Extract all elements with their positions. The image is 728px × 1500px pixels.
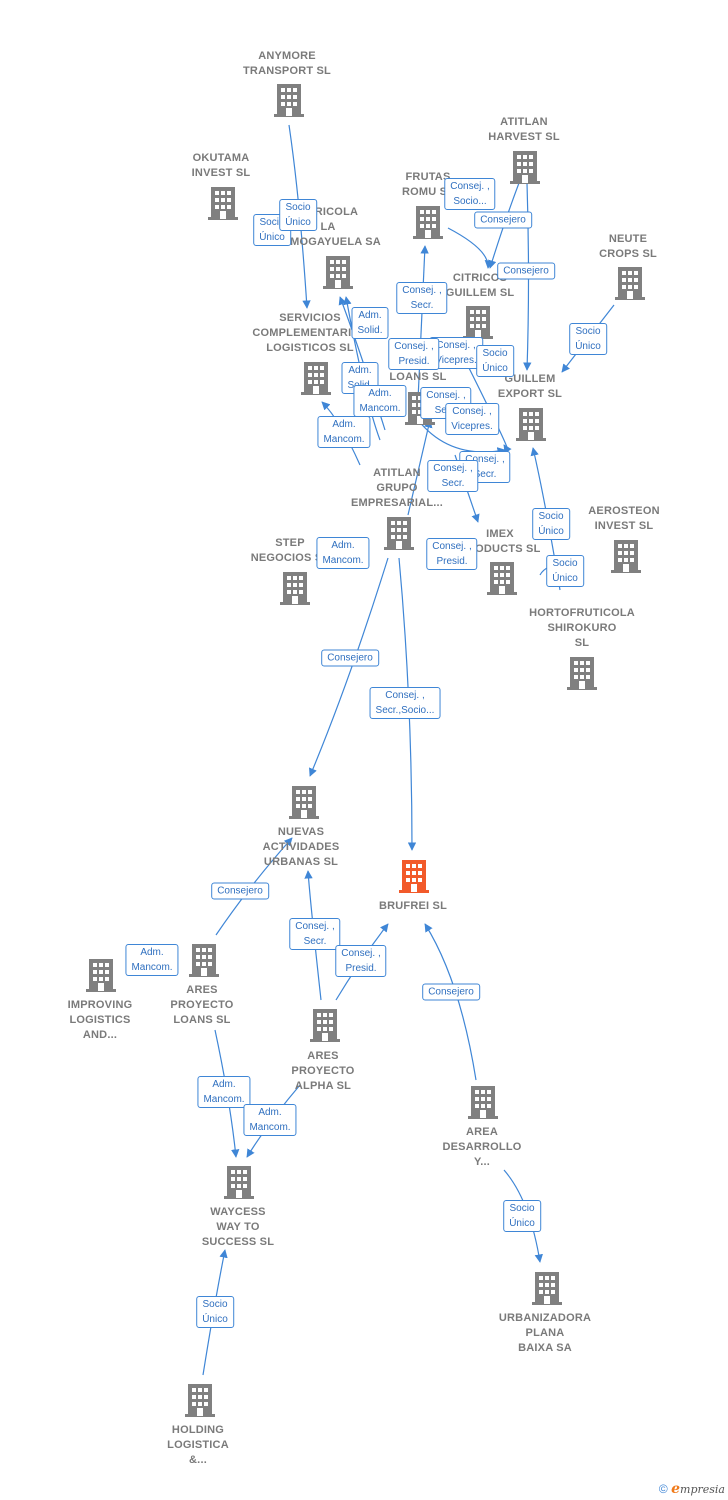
neute-building-icon[interactable]	[615, 267, 645, 300]
edge-label-5[interactable]: Consejero	[497, 262, 555, 280]
edge-label-31[interactable]: Adm. Mancom.	[243, 1104, 297, 1136]
edge-line-12	[407, 419, 433, 516]
brand-logo[interactable]: empresia	[671, 1481, 725, 1497]
node-label-guillem-export[interactable]: GUILLEM EXPORT SL	[497, 373, 563, 400]
node-label-holding[interactable]: HOLDING LOGISTICA &...	[167, 1424, 229, 1466]
hortofruticola-building-icon[interactable]	[567, 657, 597, 690]
edge-label-2[interactable]: Socio Único	[279, 199, 317, 231]
edge-label-18[interactable]: Consej. , Secr.	[427, 460, 479, 492]
node-label-neute[interactable]: NEUTE CROPS SL	[599, 233, 657, 260]
edge-label-4[interactable]: Consejero	[474, 211, 532, 229]
node-label-improving[interactable]: IMPROVING LOGISTICS AND...	[67, 999, 133, 1041]
aerosteon-building-icon[interactable]	[611, 540, 641, 573]
edge-line-2	[447, 227, 494, 269]
edge-label-29[interactable]: Consejero	[422, 983, 480, 1001]
atitlan-harvest-building-icon[interactable]	[510, 151, 540, 184]
servicios-building-icon[interactable]	[301, 362, 331, 395]
edge-label-32[interactable]: Socio Único	[503, 1200, 541, 1232]
node-label-area[interactable]: AREA DESARROLLO Y...	[442, 1126, 522, 1168]
guillem-export-building-icon[interactable]	[516, 408, 546, 441]
edge-label-21[interactable]: Consej. , Presid.	[426, 538, 478, 570]
edge-label-20[interactable]: Adm. Mancom.	[316, 537, 370, 569]
edge-label-7[interactable]: Consej. , Secr.	[396, 282, 448, 314]
citricos-building-icon[interactable]	[463, 306, 493, 339]
node-label-citricos[interactable]: CITRICOS GUILLEM SL	[445, 272, 515, 299]
node-label-aerosteon[interactable]: AEROSTEON INVEST SL	[588, 505, 660, 532]
urbanizadora-building-icon[interactable]	[532, 1272, 562, 1305]
edge-label-13[interactable]: Adm. Mancom.	[353, 385, 407, 417]
footer-brand: © empresia	[659, 1481, 725, 1497]
waycess-building-icon[interactable]	[224, 1166, 254, 1199]
node-label-loans[interactable]: LOANS SL	[389, 371, 447, 383]
anymore-building-icon[interactable]	[274, 84, 304, 117]
edge-label-19[interactable]: Socio Único	[532, 508, 570, 540]
edge-label-27[interactable]: Consej. , Secr.	[289, 918, 341, 950]
edge-label-23[interactable]: Consejero	[321, 649, 379, 667]
nodes-layer	[86, 84, 645, 1417]
atitlan-grupo-building-icon[interactable]	[384, 517, 414, 550]
copyright-symbol: ©	[658, 1482, 668, 1496]
node-label-servicios[interactable]: SERVICIOS COMPLEMENTARIOS LOGISTICOS SL	[252, 312, 368, 354]
node-label-atitlan-grupo[interactable]: ATITLAN GRUPO EMPRESARIAL...	[350, 467, 444, 509]
edge-label-8[interactable]: Adm. Solid.	[351, 307, 389, 339]
node-label-ares-loans[interactable]: ARES PROYECTO LOANS SL	[170, 984, 234, 1026]
edge-label-26[interactable]: Adm. Mancom.	[125, 944, 179, 976]
edge-label-16[interactable]: Adm. Mancom.	[317, 416, 371, 448]
edge-line-21	[424, 923, 477, 1081]
edge-label-24[interactable]: Consej. , Secr.,Socio...	[369, 687, 441, 719]
ares-alpha-building-icon[interactable]	[310, 1009, 340, 1042]
edge-line-19	[304, 870, 322, 1001]
node-label-nuevas[interactable]: NUEVAS ACTIVIDADES URBANAS SL	[262, 826, 340, 868]
brufrei-building-icon[interactable]	[399, 860, 429, 893]
edge-label-10[interactable]: Socio Único	[476, 345, 514, 377]
node-label-waycess[interactable]: WAYCESS WAY TO SUCCESS SL	[201, 1206, 275, 1248]
node-label-agricola[interactable]: AGRICOLA LA ALMOGAYUELA SA	[275, 206, 381, 248]
edge-label-11[interactable]: Consej. , Presid.	[388, 338, 440, 370]
step-building-icon[interactable]	[280, 572, 310, 605]
node-label-ares-alpha[interactable]: ARES PROYECTO ALPHA SL	[291, 1050, 355, 1092]
node-label-brufrei[interactable]: BRUFREI SL	[379, 900, 447, 912]
edge-line-8	[464, 359, 512, 454]
node-label-atitlan-harvest[interactable]: ATITLAN HARVEST SL	[488, 116, 560, 143]
edge-line-14	[309, 557, 389, 777]
imex-building-icon[interactable]	[487, 562, 517, 595]
edge-label-22[interactable]: Socio Único	[546, 555, 584, 587]
edge-label-6[interactable]: Socio Único	[569, 323, 607, 355]
area-building-icon[interactable]	[468, 1086, 498, 1119]
node-label-okutama[interactable]: OKUTAMA INVEST SL	[191, 152, 251, 179]
node-label-anymore[interactable]: ANYMORE TRANSPORT SL	[243, 50, 331, 77]
edge-label-3[interactable]: Consej. , Socio...	[444, 178, 496, 210]
ares-loans-building-icon[interactable]	[189, 944, 219, 977]
edge-label-33[interactable]: Socio Único	[196, 1296, 234, 1328]
okutama-building-icon[interactable]	[208, 187, 238, 220]
agricola-building-icon[interactable]	[323, 256, 353, 289]
holding-building-icon[interactable]	[185, 1384, 215, 1417]
node-label-hortofruticola[interactable]: HORTOFRUTICOLA SHIROKURO SL	[529, 607, 635, 649]
frutas-building-icon[interactable]	[413, 206, 443, 239]
edge-label-25[interactable]: Consejero	[211, 882, 269, 900]
edge-line-6	[417, 245, 429, 401]
improving-building-icon[interactable]	[86, 959, 116, 992]
edge-label-28[interactable]: Consej. , Presid.	[335, 945, 387, 977]
nuevas-building-icon[interactable]	[289, 786, 319, 819]
edge-label-30[interactable]: Adm. Mancom.	[197, 1076, 251, 1108]
node-label-urbanizadora[interactable]: URBANIZADORA PLANA BAIXA SA	[498, 1312, 592, 1354]
edge-label-15[interactable]: Consej. , Vicepres.	[445, 403, 499, 435]
